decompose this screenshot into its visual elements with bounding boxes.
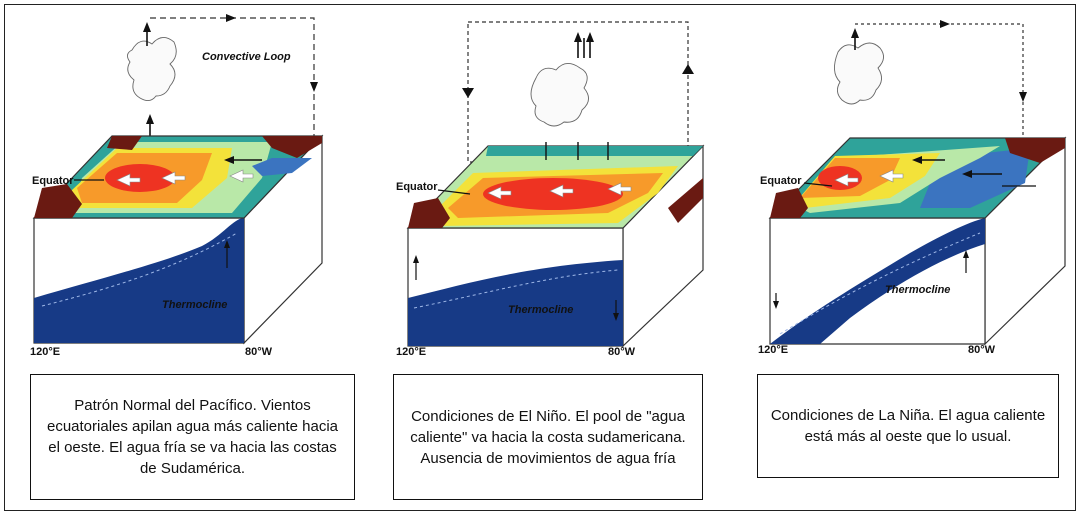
arrow-icon	[143, 22, 151, 32]
longitude-east-label: 80°W	[968, 344, 996, 356]
cloud-icon	[530, 63, 589, 127]
thermocline-label: Thermocline	[885, 284, 950, 296]
panel-la-nina: Equator Thermocline 120°E 80°W	[758, 20, 1067, 356]
longitude-east-label: 80°W	[608, 346, 636, 358]
longitude-west-label: 120°E	[758, 344, 788, 356]
land-mass	[770, 188, 808, 218]
ocean-box	[768, 136, 1067, 346]
cloud-icon	[127, 37, 177, 101]
arrow-icon	[851, 28, 859, 38]
equator-label: Equator	[396, 181, 438, 193]
equator-label: Equator	[32, 175, 74, 187]
wind-arrow-icon	[607, 182, 632, 196]
longitude-west-label: 120°E	[30, 346, 60, 358]
panel-normal: Convective Loop Equator Thermocline 120°…	[30, 14, 324, 358]
wind-arrow-icon	[229, 169, 254, 183]
longitude-west-label: 120°E	[396, 346, 426, 358]
arrow-icon	[146, 114, 154, 124]
cloud-icon	[834, 42, 884, 105]
caption-la-nina: Condiciones de La Niña. El agua caliente…	[757, 374, 1059, 478]
longitude-east-label: 80°W	[245, 346, 273, 358]
caption-normal: Patrón Normal del Pacífico. Vientos ecua…	[30, 374, 355, 500]
arrow-icon	[310, 82, 318, 92]
wind-arrow-icon	[161, 171, 186, 185]
arrow-icon	[940, 20, 950, 28]
thermocline-label: Thermocline	[508, 304, 573, 316]
caption-el-nino: Condiciones de El Niño. El pool de "agua…	[393, 374, 703, 500]
arrow-icon	[462, 88, 474, 98]
panel-el-nino: Equator Thermocline 120°E 80°W	[396, 21, 705, 358]
thermocline-label: Thermocline	[162, 299, 227, 311]
ocean-box	[406, 142, 705, 348]
land-mass	[408, 198, 450, 228]
arrow-icon	[682, 64, 694, 74]
arrow-icon	[1019, 92, 1027, 102]
arrow-icon	[226, 14, 236, 22]
figure-frame	[4, 4, 1076, 511]
equator-label: Equator	[760, 175, 802, 187]
convective-loop-label: Convective Loop	[202, 51, 291, 63]
ocean-box	[32, 134, 324, 345]
wind-arrow-icon	[834, 173, 859, 187]
land-mass	[34, 184, 82, 218]
wind-arrow-icon	[879, 169, 904, 183]
wind-arrow-icon	[487, 186, 512, 200]
convective-loop	[855, 23, 1024, 148]
wind-arrow-icon	[549, 184, 574, 198]
wind-arrow-icon	[116, 173, 141, 187]
